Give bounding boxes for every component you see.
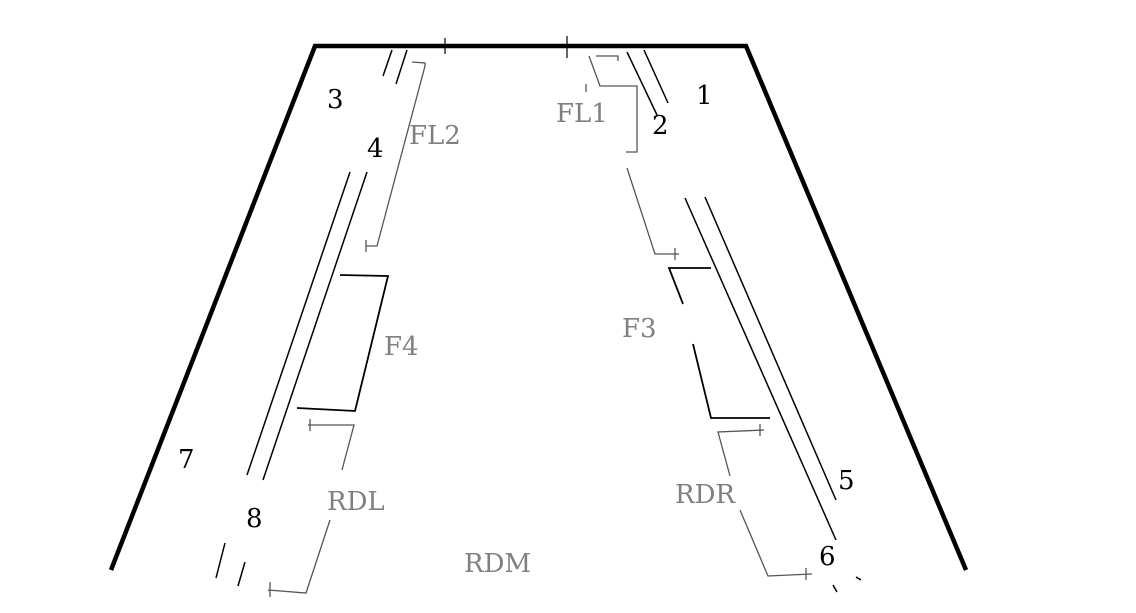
right-long-line-inner	[684, 197, 837, 541]
label-rdm: RDM	[464, 549, 531, 579]
f4-box	[296, 274, 390, 412]
rdr-bracket	[717, 429, 765, 477]
label-rdr: RDR	[675, 480, 736, 510]
left-upper-line-b	[395, 49, 408, 85]
left-long-line-outer	[246, 171, 351, 476]
left-long-line-inner	[262, 171, 368, 481]
rdl-bracket	[308, 424, 355, 471]
outer-boundary	[108, 43, 969, 571]
label-f3: F3	[622, 314, 657, 344]
fl2-bracket	[366, 61, 426, 247]
right-long-line-outer	[704, 196, 837, 501]
rdr-bracket-lower	[739, 509, 813, 577]
number-5: 5	[838, 466, 855, 496]
fl1-bracket-top	[596, 55, 619, 61]
right-upper-line-a	[626, 51, 658, 116]
number-4: 4	[367, 134, 384, 164]
number-6: 6	[819, 542, 836, 572]
f3-box	[667, 267, 711, 305]
label-f4: F4	[384, 332, 419, 362]
fl1-bracket-main	[588, 55, 638, 153]
right-upper-line-b	[643, 49, 669, 104]
right-bottom-dash-a	[832, 584, 838, 593]
f3-box-lower	[692, 343, 770, 419]
number-7: 7	[178, 445, 195, 475]
number-2: 2	[652, 111, 669, 141]
right-bottom-dash-b	[855, 576, 862, 581]
rdl-bracket-lower	[267, 519, 331, 594]
label-rdl: RDL	[327, 487, 385, 517]
number-1: 1	[696, 81, 713, 111]
number-8: 8	[246, 504, 263, 534]
number-3: 3	[327, 85, 344, 115]
label-fl1: FL1	[556, 99, 608, 129]
left-bottom-dash-b	[237, 561, 246, 587]
f3-upper-bracket	[626, 167, 679, 255]
label-fl2: FL2	[409, 121, 461, 151]
left-bottom-dash-a	[215, 542, 226, 579]
left-upper-line-a	[382, 49, 393, 77]
